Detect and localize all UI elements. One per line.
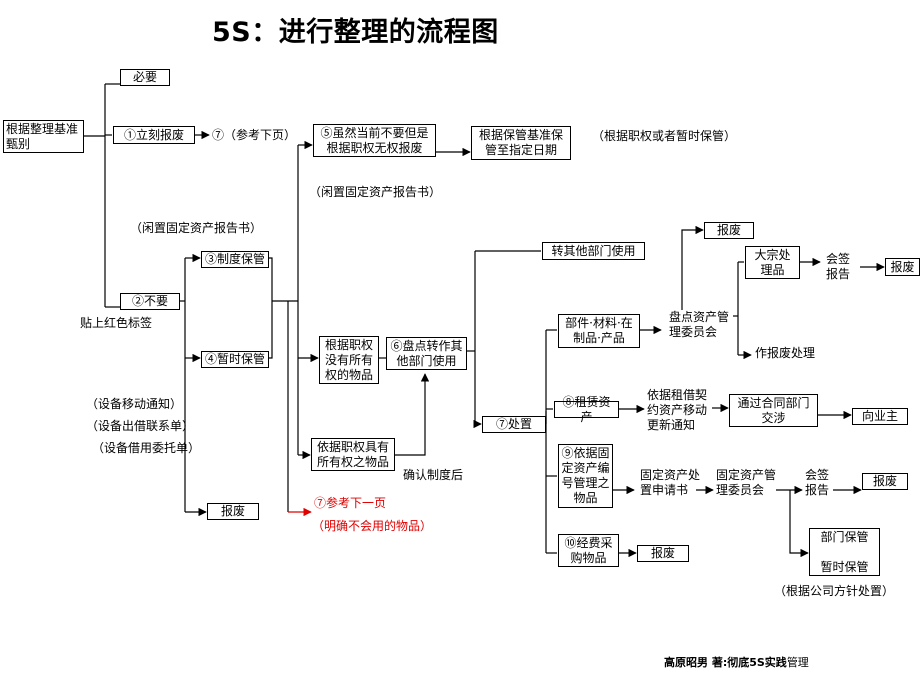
scrap-storage-box: ③制度保管 bbox=[201, 251, 269, 268]
bulk-box: 大宗处 理品 bbox=[745, 246, 800, 279]
parts-box: 部件·材料·在 制品·产品 bbox=[558, 314, 640, 348]
contract-box: 通过合同部门 交涉 bbox=[729, 394, 818, 427]
red-tag-label: 贴上红色标签 bbox=[80, 316, 153, 330]
fixed-assets-box: ⑨依据固 定资产编 号管理之 物品 bbox=[558, 444, 613, 508]
idle-report-left-label: （闲置固定资产报告书） bbox=[130, 221, 263, 235]
scrap-fixed-box: 报废 bbox=[862, 473, 908, 490]
credit-suffix: 管理 bbox=[786, 656, 809, 669]
root-box: 根据整理基准 甄别 bbox=[3, 120, 84, 153]
credit-line: 高原昭男 著:彻底5S实践管理 bbox=[664, 654, 809, 670]
scrap-expense-box: 报废 bbox=[637, 545, 689, 562]
move-notice-label: （设备移动通知） bbox=[86, 397, 183, 411]
transfer-box: ⑥盘点转作其 他部门使用 bbox=[386, 337, 467, 370]
scrap-far-box: 报废 bbox=[885, 258, 920, 276]
immediate-scrap-box: ①立刻报废 bbox=[113, 126, 195, 144]
no-ownership-box: 根据职权 没有所有 权的物品 bbox=[319, 336, 379, 384]
temp-storage-box: ④暂时保管 bbox=[201, 351, 269, 368]
scrap-top-box: 报废 bbox=[704, 222, 754, 239]
red-ref-label: ⑦参考下一页 bbox=[314, 496, 387, 510]
red-note-label: （明确不会用的物品） bbox=[312, 519, 433, 533]
authority-note: （根据职权或者暂时保管） bbox=[592, 129, 737, 143]
sign-report-2-label: 会签 报告 bbox=[805, 468, 830, 497]
loan-form-label: （设备出借联系单） bbox=[86, 419, 195, 433]
lease-notice-label: 依据租借契 约资产移动 更新通知 bbox=[647, 388, 708, 432]
expense-box: ⑩经费采 购物品 bbox=[558, 534, 619, 567]
dispose-authority-box: ⑤虽然当前不要但是 根据职权无权报废 bbox=[313, 124, 436, 157]
unneeded-box: ②不要 bbox=[120, 293, 180, 310]
borrow-form-label: （设备借用委托单） bbox=[92, 441, 201, 455]
fixed-apply-label: 固定资产处 置申请书 bbox=[640, 468, 701, 497]
lease-box: ⑧租赁资产 bbox=[554, 395, 619, 424]
handle-box: ⑦处置 bbox=[482, 416, 546, 433]
company-policy-label: （根据公司方针处置） bbox=[774, 584, 895, 598]
has-ownership-box: 依据职权具有 所有权之物品 bbox=[311, 438, 395, 471]
scrap-process-label: 作报废处理 bbox=[755, 346, 816, 360]
committee-label: 盘点资产管 理委员会 bbox=[669, 310, 730, 339]
needed-box: 必要 bbox=[120, 69, 170, 86]
credit-author: 高原昭男 著:彻底5S实践 bbox=[664, 656, 787, 669]
other-dept-box: 转其他部门使用 bbox=[542, 242, 645, 260]
page-title: 5S：进行整理的流程图 bbox=[212, 17, 499, 48]
fixed-committee-label: 固定资产管 理委员会 bbox=[716, 468, 777, 497]
dept-keep-box: 部门保管 暂时保管 bbox=[809, 528, 880, 576]
idle-report-top-label: （闲置固定资产报告书） bbox=[309, 185, 442, 199]
storage-date-box: 根据保管基准保 管至指定日期 bbox=[471, 126, 571, 160]
scrap-left-box: 报废 bbox=[207, 503, 259, 520]
sign-report-1-label: 会签 报告 bbox=[826, 252, 851, 281]
to-owner-box: 向业主 bbox=[852, 408, 908, 425]
confirm-label: 确认制度后 bbox=[403, 468, 464, 482]
ref-next-label: ⑦（参考下页） bbox=[212, 128, 297, 142]
